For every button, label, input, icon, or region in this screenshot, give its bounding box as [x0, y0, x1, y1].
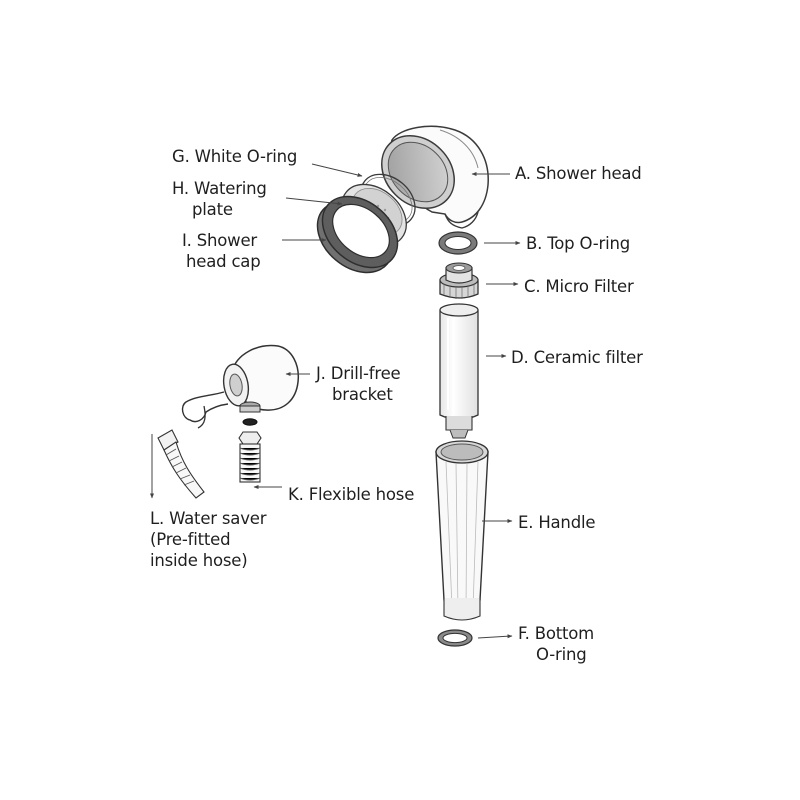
- leader-arrows: [253, 163, 521, 639]
- top-o-ring-illustration: [438, 231, 478, 255]
- bottom-o-ring-illustration: [437, 629, 473, 647]
- handle-illustration: [435, 440, 489, 621]
- shower-head-illustration: [381, 125, 489, 229]
- label-watering-plate: H. Watering plate: [172, 179, 267, 219]
- label-bottom-o-ring: F. Bottom O-ring: [518, 624, 595, 664]
- drill-free-bracket-illustration: [181, 344, 300, 429]
- flexible-hose-illustration: [238, 401, 262, 483]
- label-ceramic-filter: D. Ceramic filter: [511, 348, 643, 367]
- arrow-f: [477, 634, 513, 639]
- shower-head-cap-illustration: [316, 195, 399, 274]
- label-shower-head: A. Shower head: [515, 164, 642, 183]
- label-flexible-hose: K. Flexible hose: [288, 485, 415, 504]
- label-top-o-ring: B. Top O-ring: [526, 234, 630, 253]
- water-saver-illustration: [150, 429, 205, 499]
- label-drill-free-bracket: J. Drill-free bracket: [316, 364, 401, 404]
- ceramic-filter-illustration: [439, 303, 479, 439]
- micro-filter-illustration: [439, 262, 479, 299]
- label-handle: E. Handle: [518, 513, 596, 532]
- label-shower-head-cap: I. Shower head cap: [182, 231, 261, 271]
- label-white-o-ring: G. White O-ring: [172, 147, 298, 166]
- label-micro-filter: C. Micro Filter: [524, 277, 634, 296]
- label-water-saver: L. Water saver (Pre-fitted inside hose): [150, 509, 267, 570]
- arrow-g: [311, 163, 363, 177]
- arrow-h: [285, 197, 343, 206]
